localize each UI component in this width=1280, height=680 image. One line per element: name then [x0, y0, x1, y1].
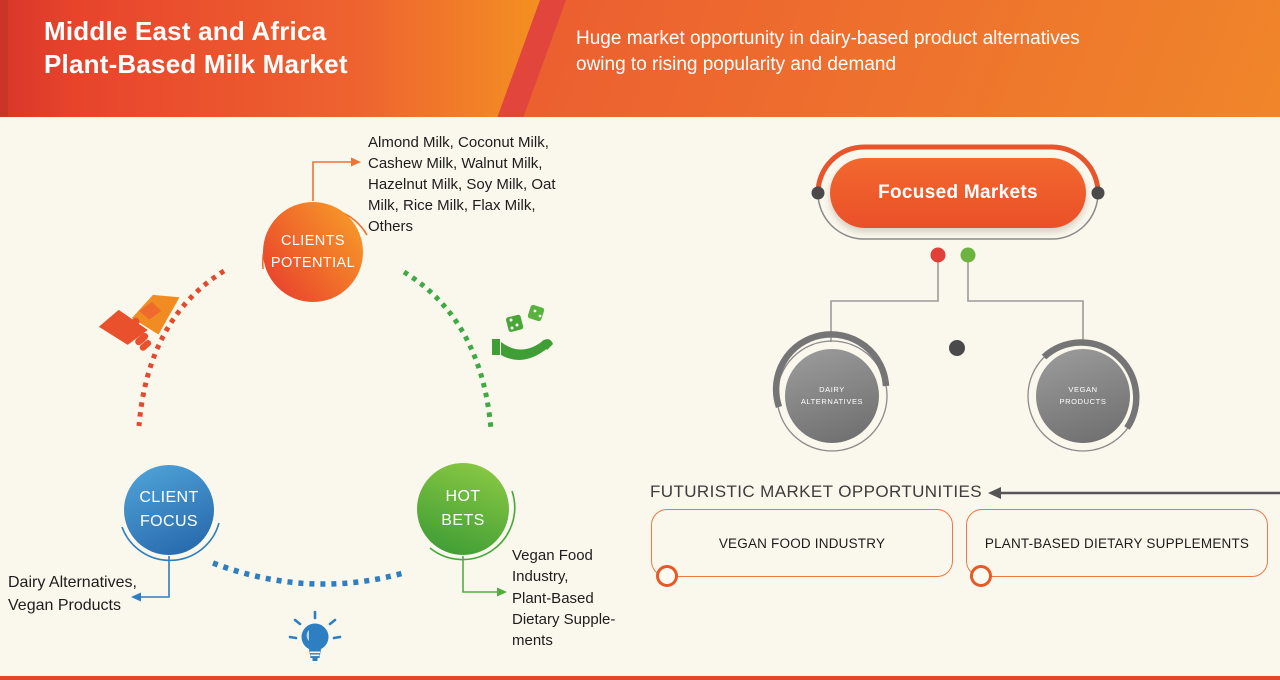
branch-dot-green — [960, 247, 976, 263]
hot-bets-note: Vegan Food Industry, Plant-Based Dietary… — [512, 547, 616, 650]
dotted-arc-orange — [136, 268, 226, 427]
clients-potential-note: Almond Milk, Coconut Milk, Cashew Milk, … — [368, 134, 556, 235]
clients-potential-label: CLIENTS POTENTIAL — [270, 232, 356, 271]
focused-markets-pill: Focused Markets — [830, 158, 1086, 228]
opportunity-ring-icon — [970, 565, 992, 587]
dice-hand-icon — [492, 304, 553, 360]
tree-connectors — [830, 262, 1084, 342]
ring-right-dot — [1091, 186, 1105, 200]
opportunity-box-vegan-food: VEGAN FOOD INDUSTRY — [651, 509, 953, 577]
branch-vegan-products-label: VEGAN PRODUCTS — [1059, 385, 1107, 406]
branch-dairy-alternatives-label: DAIRY ALTERNATIVES — [800, 385, 864, 406]
hot-bets-circle: HOT BETS — [417, 463, 509, 555]
focused-markets-label: Focused Markets — [878, 182, 1038, 203]
opportunity-box-dietary-supplements: PLANT-BASED DIETARY SUPPLEMENTS — [966, 509, 1268, 577]
client-focus-note: Dairy Alternatives, Vegan Products — [8, 574, 137, 614]
lightbulb-icon — [288, 610, 342, 661]
opportunity-box-vegan-food-label: VEGAN FOOD INDUSTRY — [718, 535, 886, 551]
bottom-accent-strip — [0, 676, 1280, 680]
handshake-icon — [98, 294, 180, 351]
dotted-arc-green — [402, 269, 494, 431]
client-focus-circle: CLIENT FOCUS — [124, 465, 214, 555]
header-banner: Middle East and Africa Plant-Based Milk … — [0, 0, 1280, 117]
center-dot — [949, 340, 965, 356]
futuristic-arrow — [988, 487, 1280, 499]
branch-dairy-alternatives: DAIRY ALTERNATIVES — [785, 349, 879, 443]
dotted-arc-blue — [212, 560, 408, 587]
arrow-hot-bets — [462, 556, 507, 597]
banner-left-edge — [0, 0, 8, 117]
branch-dot-red — [930, 247, 946, 263]
page-title: Middle East and Africa Plant-Based Milk … — [44, 16, 348, 80]
ring-left-dot — [811, 186, 825, 200]
futuristic-heading: FUTURISTIC MARKET OPPORTUNITIES — [650, 482, 982, 501]
opportunity-ring-icon — [656, 565, 678, 587]
page-subtitle: Huge market opportunity in dairy-based p… — [576, 28, 1080, 75]
arrow-clients-potential — [312, 157, 361, 201]
clients-potential-circle: CLIENTS POTENTIAL — [263, 202, 363, 302]
branch-vegan-products: VEGAN PRODUCTS — [1036, 349, 1130, 443]
client-focus-label: CLIENT FOCUS — [139, 489, 199, 530]
hot-bets-label: HOT BETS — [441, 488, 485, 529]
opportunity-box-dietary-supplements-label: PLANT-BASED DIETARY SUPPLEMENTS — [984, 535, 1250, 551]
